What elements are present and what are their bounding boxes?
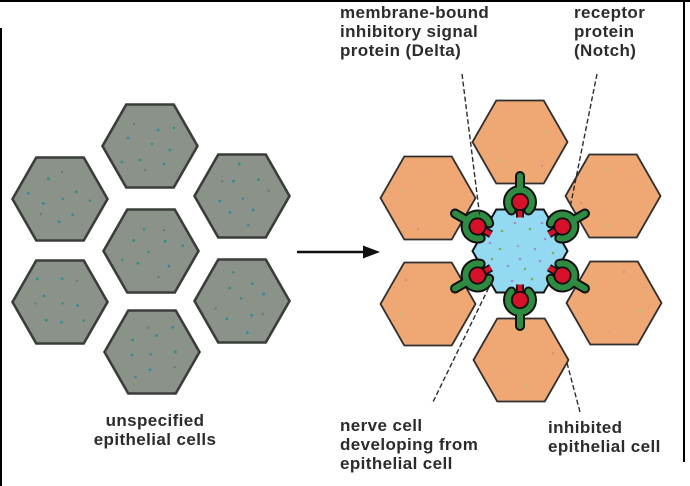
nerve-cell-label-line: developing from [340,435,479,454]
frame-border-right [683,0,685,462]
delta-leader-line [461,73,481,219]
nerve-cell-label-line: nerve cell [340,416,423,435]
unspecified-cell-hexagon [101,103,199,189]
inhibited-cell-label: inhibited epithelial cell [548,418,661,456]
delta-label-line: protein (Delta) [340,41,462,60]
unspecified-cell-cluster [11,103,291,395]
delta-label-line: inhibitory signal [340,22,479,41]
frame-border-top [0,0,690,2]
notch-label-line: (Notch) [574,41,637,60]
delta-label-line: membrane-bound [340,3,490,22]
delta-label: membrane-bound inhibitory signal protein… [340,3,489,60]
transition-arrow-icon [297,245,380,259]
unspecified-cell-hexagon [193,153,291,239]
unspecified-cell-hexagon [103,309,201,395]
nerve-cell-label: nerve cell developing from epithelial ce… [340,416,478,473]
notch-label: receptor protein (Notch) [574,3,645,60]
inhibited-cell-cluster [379,99,663,403]
unspecified-cells-label: unspecified epithelial cells [55,411,255,449]
inhibited-cell-leader-line [566,362,581,413]
inhibited-cell-hexagon [565,260,663,346]
notch-label-line: protein [574,22,635,41]
inhibited-cell-label-line: epithelial cell [548,437,661,456]
notch-label-line: receptor [574,3,646,22]
unspecified-cell-hexagon [11,259,109,345]
frame-border-left [0,28,2,486]
nerve-cell-leader-line [431,280,493,405]
unspecified-cell-hexagon [11,156,109,242]
nerve-cell-label-line: epithelial cell [340,454,453,473]
unspecified-cells-label-line: epithelial cells [93,430,217,449]
leader-lines [431,73,598,413]
inhibited-cell-hexagon [564,153,662,239]
inhibited-cell-label-line: inhibited [548,418,623,437]
unspecified-cell-hexagon [193,258,291,344]
inhibited-cell-hexagon [472,317,570,403]
unspecified-cell-hexagon [102,208,200,294]
unspecified-cells-label-line: unspecified [105,411,205,430]
